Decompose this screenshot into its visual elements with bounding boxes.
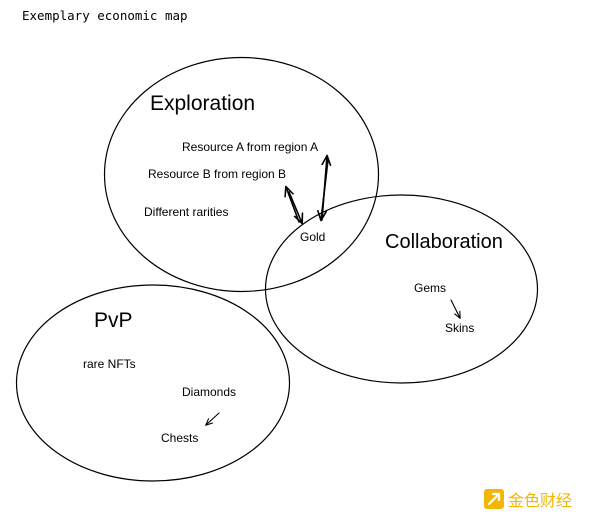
arrow-gems-skins	[450, 299, 460, 318]
chests-label: Chests	[161, 431, 198, 445]
rare-nfts-label: rare NFTs	[83, 357, 136, 371]
collaboration-label: Collaboration	[385, 231, 503, 253]
arrow-gold-resource-b	[286, 187, 302, 223]
arrow-gold-resource-a	[321, 156, 328, 220]
skins-label: Skins	[445, 321, 474, 335]
rarities-label: Different rarities	[144, 205, 228, 219]
resource-a-label: Resource A from region A	[182, 140, 318, 154]
collaboration-ellipse	[264, 194, 539, 384]
arrow-diamonds-chests	[206, 412, 220, 425]
exploration-ellipse	[103, 56, 380, 293]
pvp-label: PvP	[94, 309, 133, 332]
diamonds-label: Diamonds	[182, 385, 236, 399]
watermark-logo: 金色财经	[484, 489, 572, 510]
exploration-label: Exploration	[150, 92, 255, 115]
watermark-text: 金色财经	[508, 491, 572, 510]
gems-label: Gems	[414, 281, 446, 295]
gold-label: Gold	[300, 230, 325, 244]
resource-b-label: Resource B from region B	[148, 167, 286, 181]
diagram-title: Exemplary economic map	[22, 8, 188, 23]
pvp-ellipse	[15, 284, 291, 482]
